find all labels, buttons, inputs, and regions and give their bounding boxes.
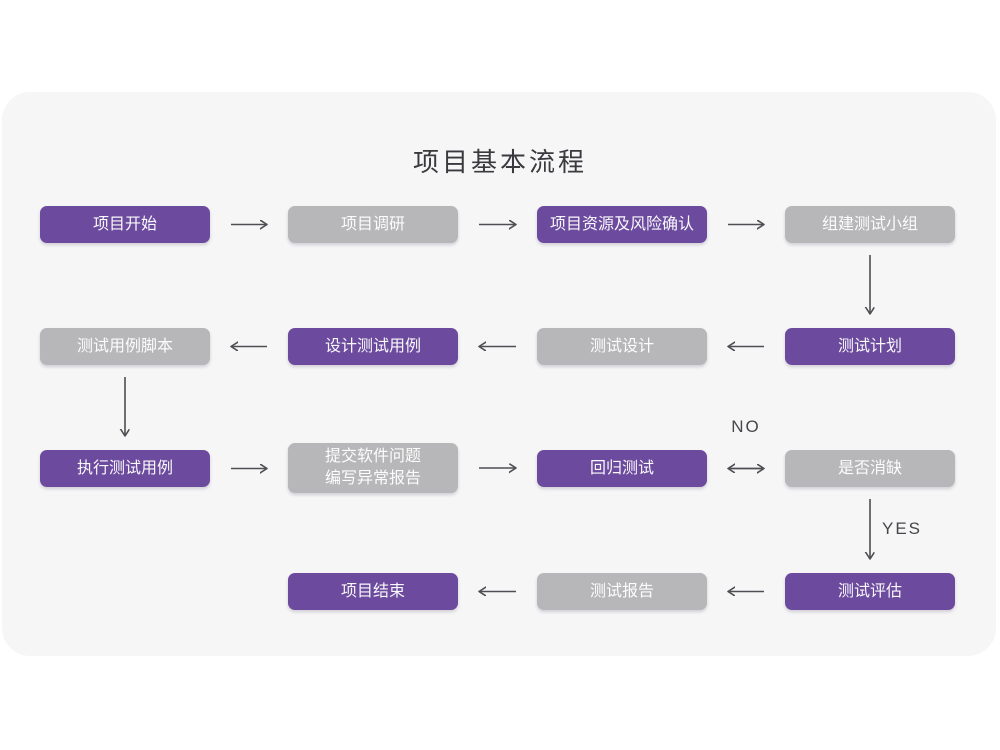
flow-node-regression: 回归测试 [537, 450, 707, 487]
edge-label-no: NO [731, 417, 761, 436]
flowchart-card [2, 92, 996, 656]
flow-node-label: 项目调研 [340, 215, 405, 233]
flow-node-report: 测试报告 [537, 573, 707, 610]
flow-node-resolved: 是否消缺 [785, 450, 955, 487]
flow-node-label: 提交软件问题 编写异常报告 [324, 448, 421, 487]
flow-node-label: 执行测试用例 [76, 459, 173, 477]
flow-node-end: 项目结束 [288, 573, 458, 610]
flow-node-label: 设计测试用例 [324, 337, 421, 355]
flow-node-execute: 执行测试用例 [40, 450, 210, 487]
flow-node-label: 项目结束 [340, 582, 405, 600]
flow-node-team: 组建测试小组 [785, 206, 955, 243]
page-title: 项目基本流程 [412, 147, 587, 177]
flow-node-research: 项目调研 [288, 206, 458, 243]
flow-node-evaluate: 测试评估 [785, 573, 955, 610]
flow-node-label: 回归测试 [589, 459, 654, 477]
flow-node-label: 测试设计 [589, 337, 654, 355]
flow-node-script: 测试用例脚本 [40, 328, 210, 365]
flow-node-label: 测试报告 [589, 582, 654, 600]
flow-node-testdesign: 测试设计 [537, 328, 707, 365]
flow-node-label: 项目资源及风险确认 [549, 215, 694, 233]
flow-node-submit: 提交软件问题 编写异常报告 [288, 443, 458, 493]
flow-node-start: 项目开始 [40, 206, 210, 243]
flow-node-label: 测试评估 [837, 582, 902, 600]
flow-node-risk: 项目资源及风险确认 [537, 206, 707, 243]
flow-node-label: 测试用例脚本 [76, 337, 173, 355]
flow-node-design: 设计测试用例 [288, 328, 458, 365]
flow-node-plan: 测试计划 [785, 328, 955, 365]
edge-label-yes: YES [882, 519, 923, 538]
flow-node-label: 项目开始 [92, 215, 157, 233]
flow-node-label: 测试计划 [837, 337, 902, 355]
flow-node-label: 组建测试小组 [821, 215, 918, 233]
flow-node-label: 是否消缺 [837, 459, 902, 477]
